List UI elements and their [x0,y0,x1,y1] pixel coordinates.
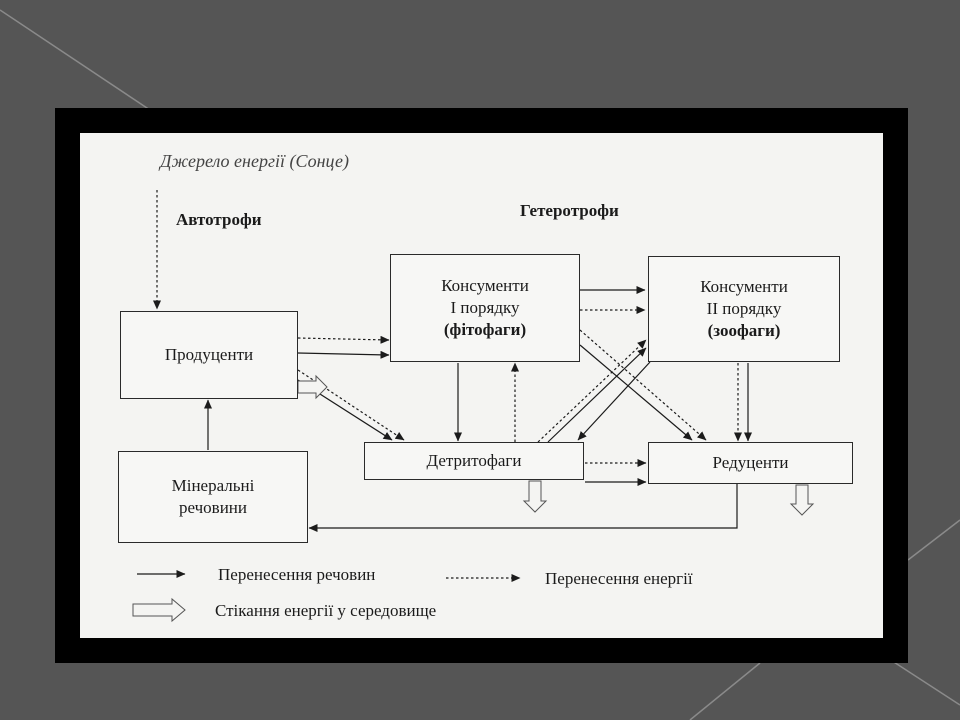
node-consumers1-line1: Консументи [441,275,529,295]
dissipation-arrow-producers [297,374,328,400]
node-consumers-second-order: Консументи ІІ порядку (зоофаги) [648,256,840,362]
decor-diagonal-bottomright-b [689,662,761,720]
node-consumers1-line3: (фітофаги) [443,320,527,340]
arrow-matter-c2-detritus [577,361,651,441]
node-decomposers: Редуценти [648,442,853,484]
node-consumers1-line2: І порядку [450,297,520,317]
node-decomposers-label: Редуценти [712,452,789,472]
arrow-matter-decomposers-minerals [308,484,738,532]
node-detritivores: Детритофаги [364,442,584,480]
group-label-autotrophs: Автотрофи [176,210,262,229]
legend-label-matter-transfer: Перенесення речовин [218,565,376,584]
node-minerals-line1: Мінеральні [171,475,255,495]
node-consumers2-line3: (зоофаги) [707,321,781,341]
node-minerals: Мінеральні речовини [118,451,308,543]
node-consumers2-line1: Консументи [700,276,788,296]
arrow-matter-detritus-c2 [547,347,647,443]
dissipation-arrow-decomposers [789,484,815,516]
node-consumers-first-order: Консументи І порядку (фітофаги) [390,254,580,362]
arrow-matter-producers-c1 [297,350,390,359]
node-minerals-line2: речовини [179,498,247,517]
decor-diagonal-topleft [0,9,151,111]
node-producers: Продуценти [120,311,298,399]
node-consumers2-line2: ІІ порядку [706,298,782,318]
node-detritivores-label: Детритофаги [426,450,522,470]
legend-label-energy-dissipation: Стікання енергії у середовище [215,601,437,620]
legend-dissipation-symbol [132,597,186,623]
group-label-heterotrophs: Гетеротрофи [520,201,619,220]
energy-source-label: Джерело енергії (Сонце) [160,151,349,171]
legend-label-energy-transfer: Перенесення енергії [545,569,693,588]
arrow-matter-c1-decomposers [579,344,693,441]
node-producers-label: Продуценти [164,344,254,364]
decor-diagonal-right [907,519,960,561]
arrow-energy-producers-c1 [297,335,390,344]
dissipation-arrow-detritus [522,480,548,513]
